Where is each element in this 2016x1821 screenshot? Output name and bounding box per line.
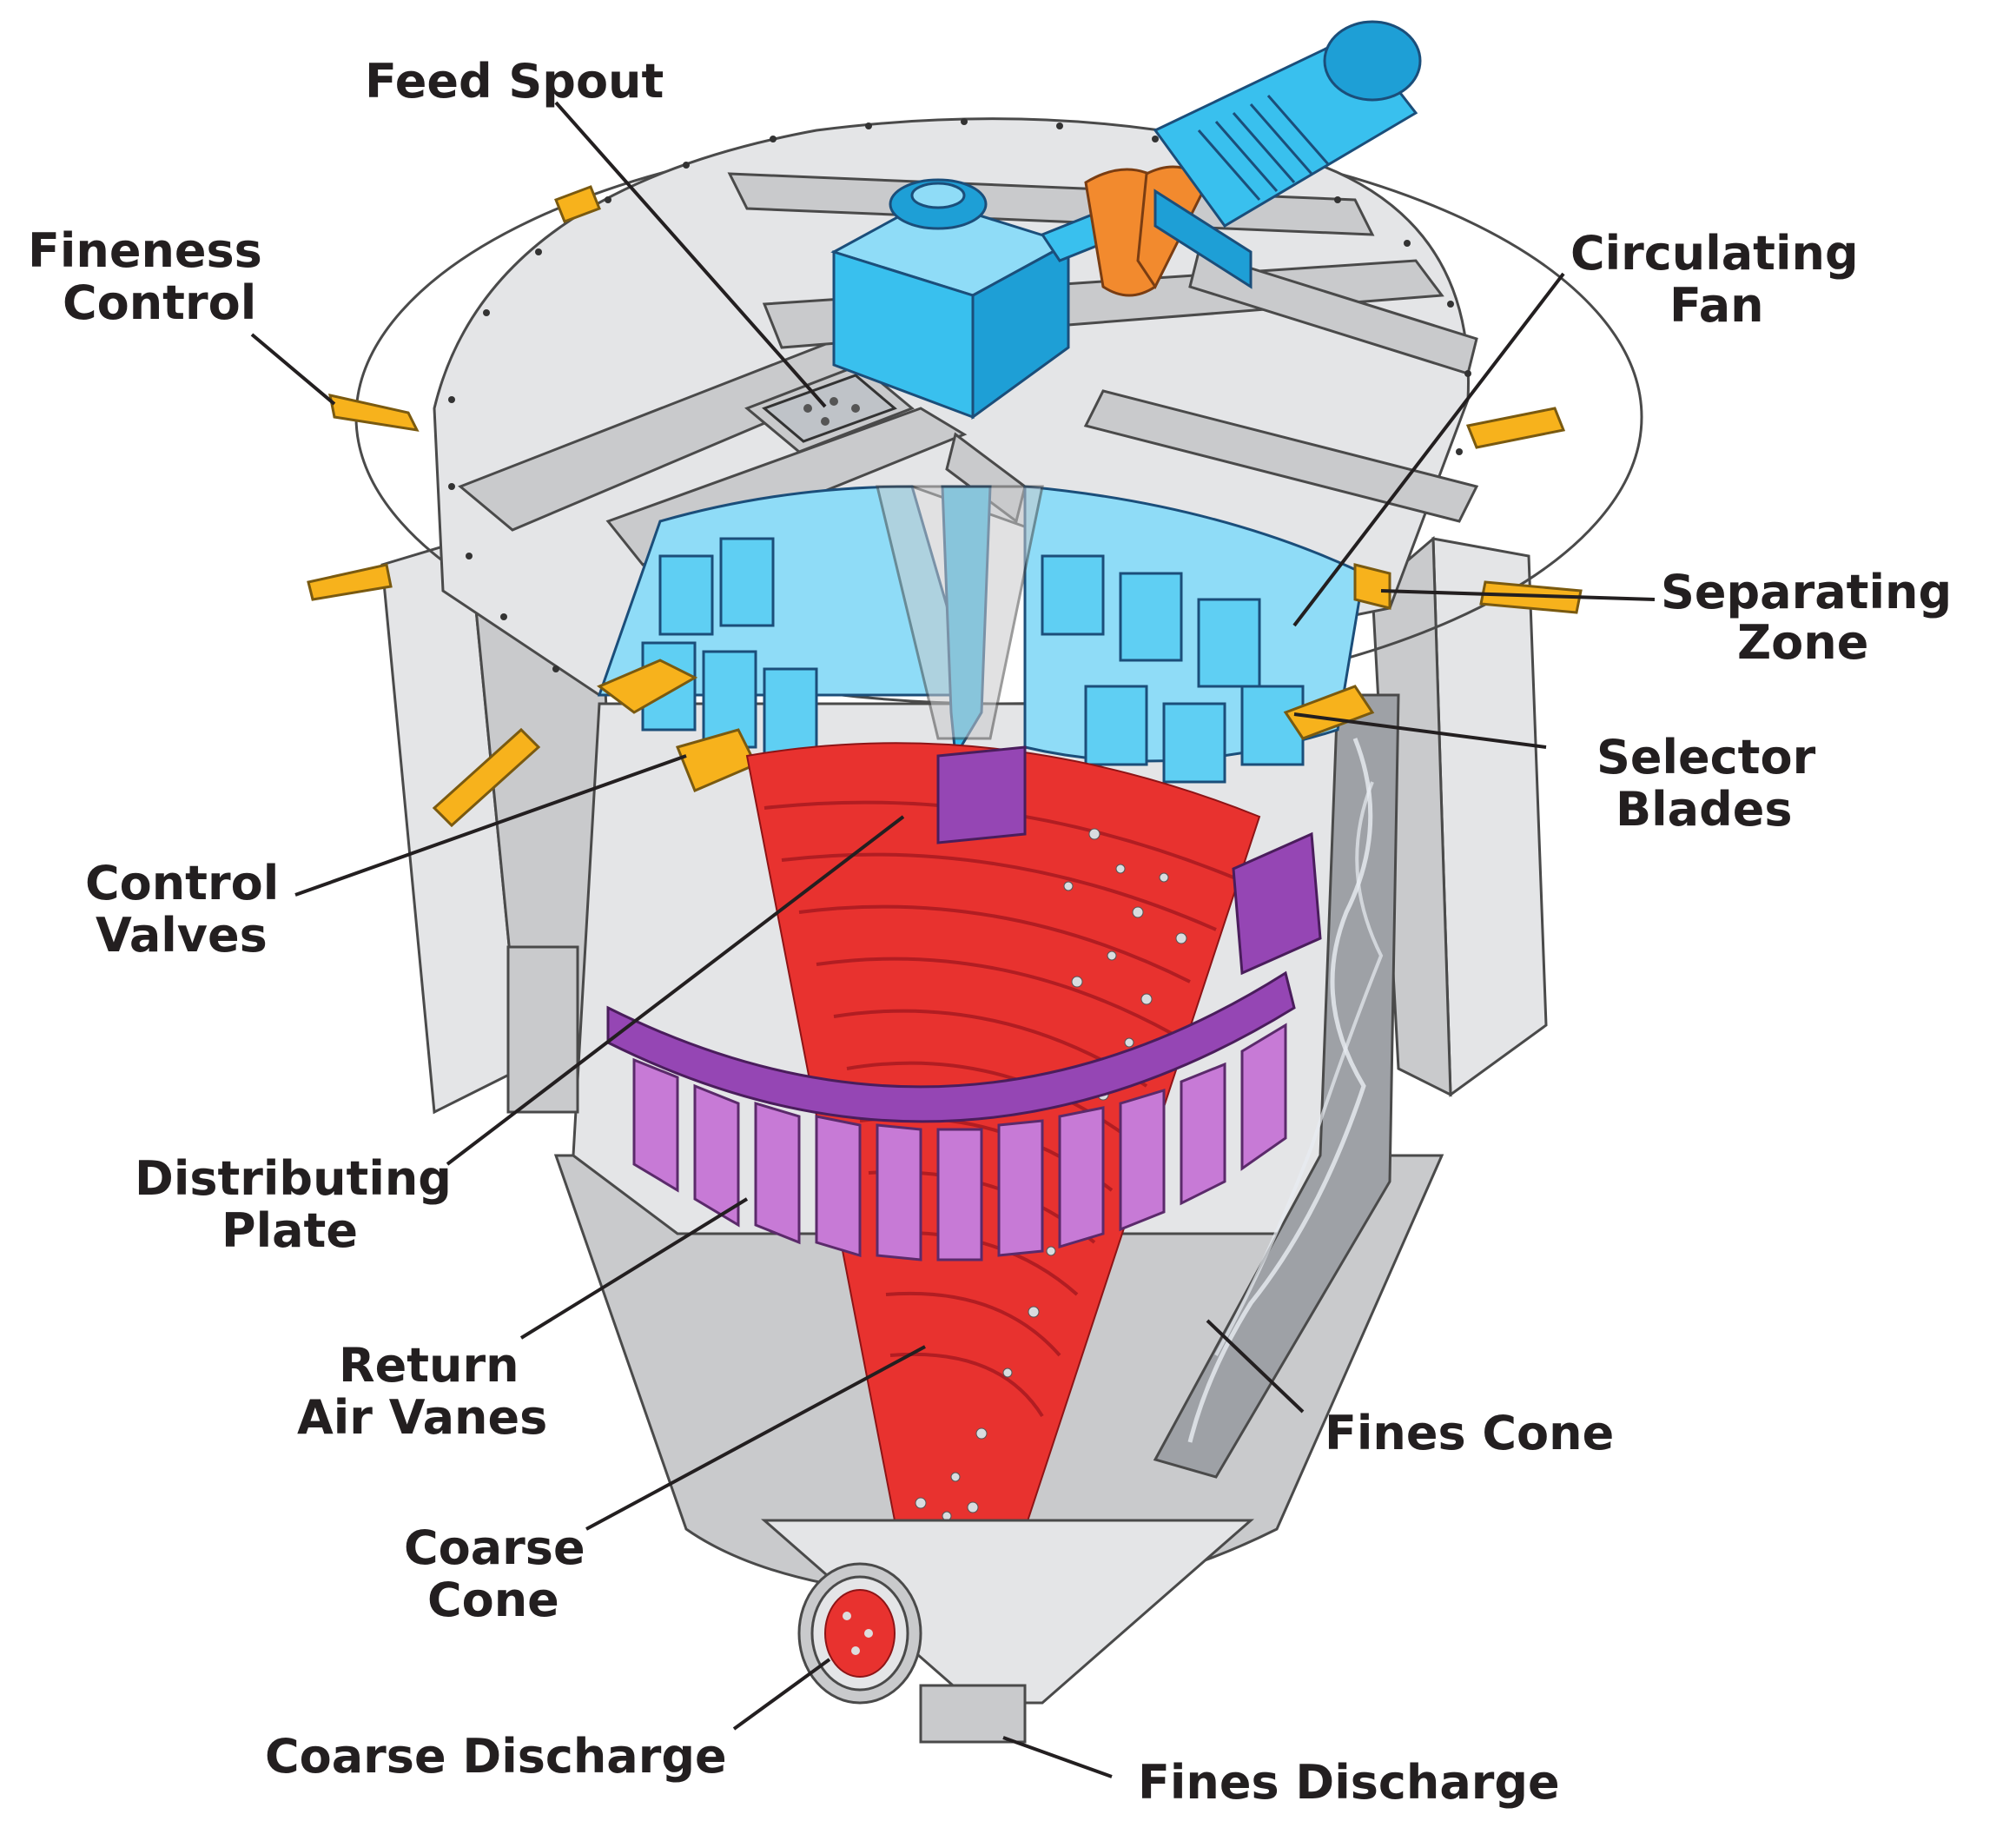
deck-beam-3: [1083, 389, 1479, 523]
feed-spout-hopper: [744, 363, 915, 454]
selector-blade: [719, 537, 775, 627]
label-fineness-control-line1: Fineness: [28, 223, 262, 278]
label-circulating-fan-line2: Fan: [1669, 278, 1764, 333]
return-air-vane: [936, 1128, 983, 1261]
label-coarse-cone-line2: Cone: [427, 1573, 559, 1627]
leader-lines: [250, 101, 1656, 1778]
leader-coarse-cone: [585, 1345, 926, 1531]
label-return-air-vanes-line1: Return: [339, 1338, 519, 1393]
fines-discharge-outlet: [919, 1684, 1027, 1744]
label-selector-blades-line2: Blades: [1616, 782, 1793, 837]
leader-selector-blades: [1293, 712, 1547, 749]
label-separating-zone-line2: Zone: [1737, 615, 1868, 670]
selector-blade: [1084, 685, 1148, 766]
leader-fineness-control: [250, 333, 336, 406]
distributing-ring: [606, 970, 1296, 1123]
return-air-vane: [1180, 1062, 1226, 1206]
leader-coarse-discharge: [732, 1658, 831, 1731]
motor-base: [1153, 189, 1253, 289]
label-fines-discharge: Fines Discharge: [1138, 1755, 1560, 1810]
fineness-actuator-left-lower: [307, 563, 393, 601]
label-circulating-fan-line1: Circulating: [1570, 226, 1859, 281]
gearbox-side: [971, 241, 1070, 420]
control-valve-plate-right: [1283, 685, 1375, 740]
leader-separating-zone: [1380, 589, 1656, 601]
return-air-vane: [1119, 1088, 1166, 1232]
fines-channel: [1153, 693, 1400, 1479]
label-control-valves-line1: Control: [85, 856, 279, 910]
leader-fines-discharge: [1002, 1736, 1113, 1778]
control-valve-plate-left: [597, 659, 698, 714]
return-air-vane: [1240, 1023, 1287, 1171]
leader-fines-cone: [1206, 1319, 1305, 1414]
separating-chamber: [597, 485, 1391, 792]
leader-distributing-plate: [446, 815, 905, 1166]
return-air-vane-upper: [936, 745, 1027, 844]
selector-blade: [658, 554, 714, 636]
label-distributing-plate-line2: Plate: [221, 1203, 358, 1258]
selector-blade: [1119, 572, 1183, 662]
label-feed-spout: Feed Spout: [365, 54, 664, 109]
return-air-vane: [693, 1083, 740, 1228]
return-air-vanes: [632, 745, 1322, 1261]
label-control-valves-line2: Valves: [96, 908, 268, 963]
label-return-air-vanes-line2: Air Vanes: [297, 1390, 547, 1445]
return-air-vane: [876, 1123, 922, 1261]
label-fineness-control-line2: Control: [63, 275, 256, 330]
return-air-vane: [997, 1119, 1044, 1257]
fines-swirl-2: [1214, 781, 1384, 1356]
fineness-actuator-side: [432, 727, 541, 828]
fines-swirl: [1187, 738, 1373, 1443]
feed-funnel: [876, 485, 1044, 740]
fineness-actuator-left-upper: [328, 394, 420, 432]
label-coarse-cone-line1: Coarse: [404, 1520, 585, 1575]
access-door: [506, 945, 579, 1114]
selector-blade: [1041, 554, 1105, 636]
top-plate-bolts: [448, 118, 1471, 672]
labels: Feed Spout Fineness Control Circulating …: [28, 54, 1952, 1810]
leader-feed-spout: [554, 101, 827, 408]
bottom-discharge: [761, 1519, 1254, 1744]
label-separating-zone-line1: Separating: [1661, 565, 1952, 619]
label-selector-blades-line1: Selector: [1596, 730, 1816, 785]
label-fines-cone: Fines Cone: [1325, 1406, 1614, 1460]
label-coarse-discharge: Coarse Discharge: [265, 1729, 727, 1784]
coarse-discharge-flange: [797, 1562, 922, 1705]
return-air-vane: [632, 1057, 679, 1193]
leader-return-air-vanes: [519, 1197, 749, 1340]
selector-blade: [1162, 702, 1226, 784]
motor-end-cap: [1323, 20, 1422, 102]
leader-circulating-fan: [1292, 272, 1565, 627]
fineness-control-actuators: [307, 185, 1583, 828]
fineness-actuator-right-lower: [1479, 580, 1583, 614]
return-air-vanes-group: [606, 745, 1322, 1261]
fineness-actuator-left-top: [554, 185, 601, 223]
label-distributing-plate-line1: Distributing: [135, 1151, 452, 1206]
separating-zone-plate: [1353, 563, 1391, 610]
return-air-vane: [1058, 1106, 1105, 1249]
feed-spout-grate: [762, 374, 897, 443]
selector-blade: [1197, 598, 1261, 688]
fineness-actuator-right-upper: [1465, 407, 1566, 449]
motor-fins: [1197, 95, 1331, 201]
gearbox-hub-cap: [910, 182, 966, 209]
return-air-vane-upper: [1232, 831, 1322, 976]
return-air-vane: [815, 1115, 862, 1258]
leader-control-valves: [294, 754, 687, 897]
return-air-vane: [754, 1101, 801, 1245]
drive-assembly: [830, 20, 1422, 420]
